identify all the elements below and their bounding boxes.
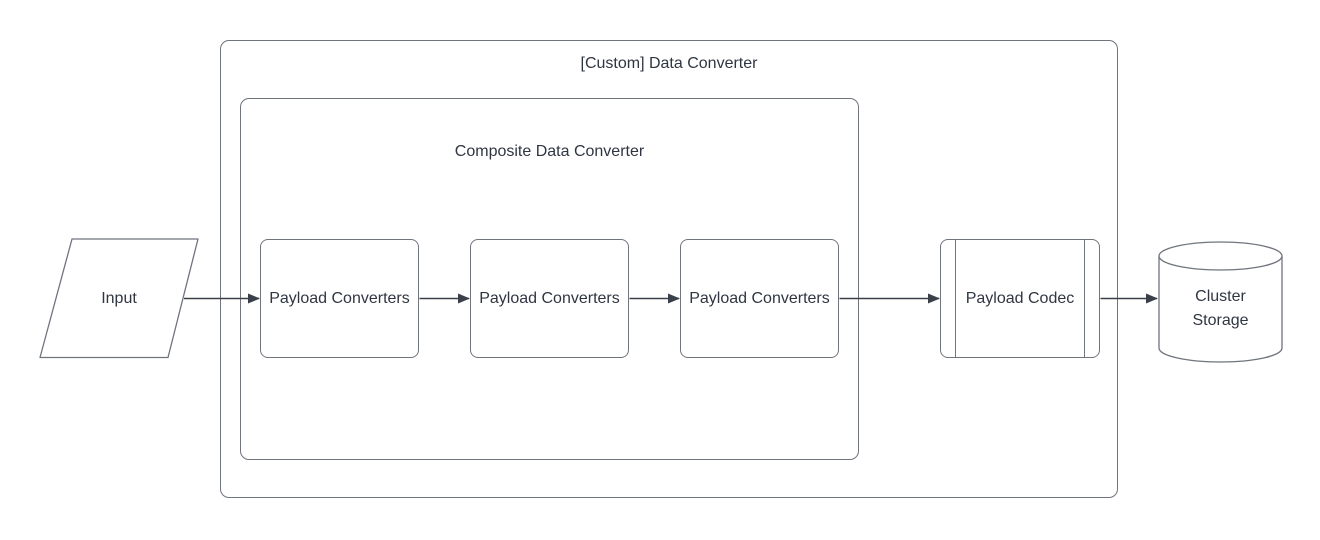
parallelogram-shape xyxy=(39,238,199,359)
node-payload-converters-3: Payload Converters xyxy=(680,239,839,358)
node-payload-codec: Payload Codec xyxy=(940,239,1100,358)
node-payload-converters-2: Payload Converters xyxy=(470,239,629,358)
node-cluster-storage-label: Cluster Storage xyxy=(1192,288,1249,329)
group-composite-data-converter-label: Composite Data Converter xyxy=(454,143,645,160)
codec-right-bar xyxy=(1084,240,1085,357)
node-payload-converters-1: Payload Converters xyxy=(260,239,419,358)
node-payload-converters-3-label: Payload Converters xyxy=(689,289,830,307)
node-payload-converters-1-label: Payload Converters xyxy=(269,289,410,307)
group-composite-data-converter: Composite Data Converter xyxy=(240,98,859,460)
group-custom-data-converter-label: [Custom] Data Converter xyxy=(580,55,758,72)
node-payload-codec-label: Payload Codec xyxy=(965,289,1075,307)
node-input: Input xyxy=(38,238,200,359)
node-cluster-storage: Cluster Storage xyxy=(1158,241,1283,364)
node-payload-converters-2-label: Payload Converters xyxy=(479,289,620,307)
codec-left-bar xyxy=(955,240,956,357)
cylinder-shape xyxy=(1158,241,1283,363)
group-custom-data-converter: [Custom] Data Converter xyxy=(220,40,1118,498)
node-input-label: Input xyxy=(101,289,137,307)
